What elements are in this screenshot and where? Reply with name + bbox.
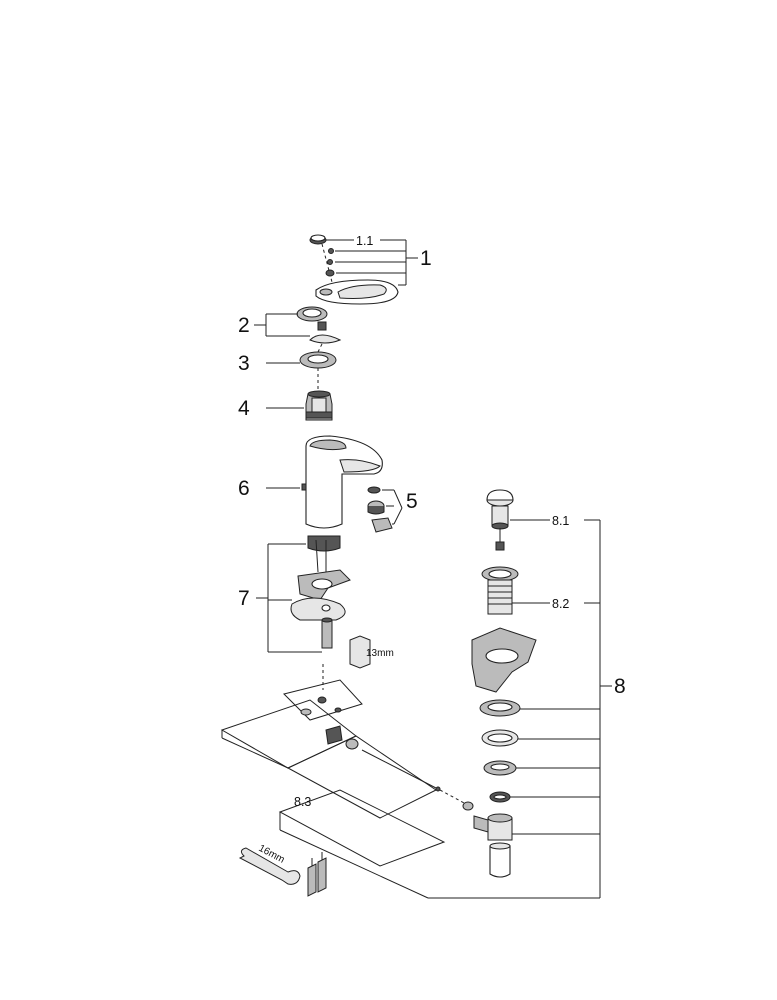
callout-3: 3: [238, 352, 250, 375]
wrench-size-13mm: 13mm: [366, 648, 394, 659]
wrench-16mm: 16mm: [238, 843, 301, 885]
part-8-1-stopper: [486, 489, 550, 551]
part-8-basin-section: [471, 627, 537, 693]
part-2-rings: [254, 306, 342, 344]
callout-6: 6: [238, 477, 250, 500]
callout-8-leaders: [279, 519, 612, 899]
callout-7: 7: [238, 587, 250, 610]
part-8-washers: [479, 699, 521, 803]
part-1-lever-handle: [309, 234, 399, 305]
callout-1-leaders: [326, 239, 418, 286]
callout-8-2: 8.2: [552, 597, 569, 611]
callout-1-1: 1.1: [356, 234, 373, 248]
part-4-cartridge: [266, 390, 333, 421]
callout-8-3: 8.3: [294, 795, 311, 809]
callout-8-1: 8.1: [552, 514, 569, 528]
callout-4: 4: [238, 397, 250, 420]
part-5-aerator: [367, 486, 403, 533]
part-7-mounting-set: [256, 535, 371, 669]
callout-1: 1: [420, 247, 432, 270]
callout-5: 5: [406, 490, 418, 513]
part-3-cap: [266, 343, 337, 392]
callout-2: 2: [238, 314, 250, 337]
callout-8: 8: [614, 675, 626, 698]
part-8-tailpiece: [473, 813, 513, 878]
part-6-faucet-body: [266, 435, 383, 529]
popup-linkage: [220, 664, 474, 867]
supply-hoses: [307, 852, 327, 897]
part-8-2-drain-body: [481, 566, 550, 615]
